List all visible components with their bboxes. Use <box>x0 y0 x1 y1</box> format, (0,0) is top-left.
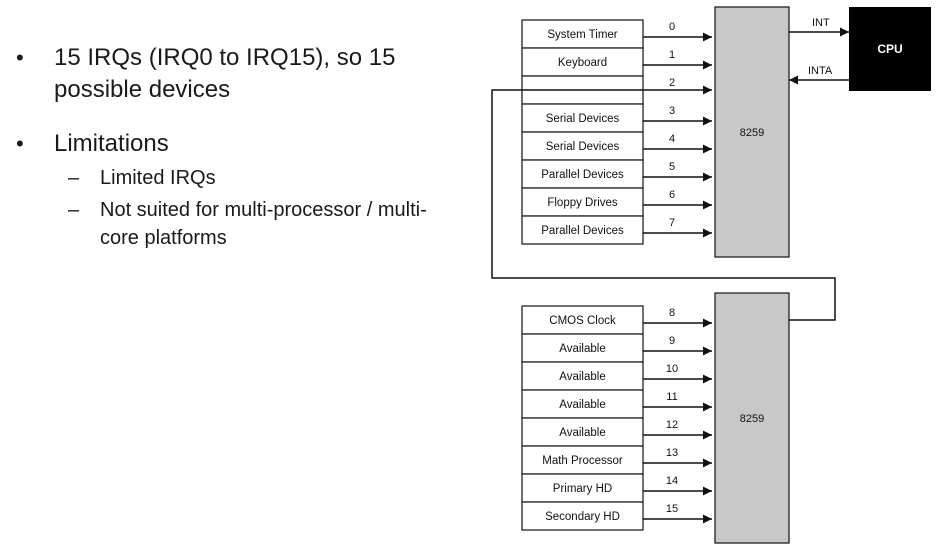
slave-device-box <box>521 445 644 475</box>
master-device-box <box>521 159 644 189</box>
slave-device-label: Available <box>559 371 605 383</box>
master-device-label: Serial Devices <box>546 113 620 125</box>
bullet-text: Limitations <box>54 130 169 157</box>
master-chip-label: 8259 <box>740 127 764 139</box>
master-device-label: Floppy Drives <box>547 197 618 209</box>
slave-device-box <box>521 417 644 447</box>
master-device-box <box>521 187 644 217</box>
bullet-marker: • <box>16 131 24 156</box>
master-device-box <box>521 215 644 245</box>
master-irq-number: 6 <box>669 189 675 201</box>
slave-device-box <box>521 305 644 335</box>
sub-bullet-marker: – <box>68 167 80 189</box>
sub-bullet-text: Limited IRQs <box>100 167 216 189</box>
master-irq-number: 7 <box>669 217 675 229</box>
master-device-label: Parallel Devices <box>541 225 624 237</box>
master-irq-number: 4 <box>669 133 675 145</box>
master-device-label: Keyboard <box>558 57 607 69</box>
slave-chip <box>714 292 790 544</box>
slave-irq-number: 10 <box>666 363 678 375</box>
cpu-group: CPU INT INTA <box>789 7 931 91</box>
master-device-label: Parallel Devices <box>541 169 624 181</box>
master-device-box <box>521 47 644 77</box>
master-device-label: Serial Devices <box>546 141 620 153</box>
slave-device-label: CMOS Clock <box>549 315 616 327</box>
sub-bullet-limited-irqs: – Limited IRQs <box>14 164 464 192</box>
slave-device-label: Available <box>559 427 605 439</box>
slave-device-box <box>521 473 644 503</box>
slave-device-box <box>521 501 644 531</box>
bullet-irq-count: • 15 IRQs (IRQ0 to IRQ15), so 15 possibl… <box>14 42 464 106</box>
sub-bullet-multicore: – Not suited for multi-processor / multi… <box>14 196 464 252</box>
cpu-box <box>849 7 931 91</box>
slave-device-box <box>521 389 644 419</box>
cpu-label: CPU <box>877 42 902 56</box>
slave-device-label: Math Processor <box>542 455 623 467</box>
slave-irq-number: 9 <box>669 335 675 347</box>
slave-device-label: Primary HD <box>553 483 612 495</box>
master-irq-number: 5 <box>669 161 675 173</box>
master-irq-number: 3 <box>669 105 675 117</box>
slave-chip-label: 8259 <box>740 413 764 425</box>
slave-irq-number: 12 <box>666 419 678 431</box>
master-irq-number: 0 <box>669 21 675 33</box>
slave-irq-number: 11 <box>666 391 677 403</box>
master-chip <box>714 6 790 258</box>
master-irq-number: 2 <box>669 77 675 89</box>
slave-device-box <box>521 361 644 391</box>
cascade-lines <box>491 85 836 321</box>
int-label: INT <box>812 17 830 29</box>
master-irq-number: 1 <box>669 49 675 61</box>
slave-device-label: Available <box>559 343 605 355</box>
slave-device-label: Available <box>559 399 605 411</box>
slave-irq-number: 8 <box>669 307 675 319</box>
master-device-box <box>521 131 644 161</box>
cascade-line-slave-int <box>491 85 836 321</box>
master-device-box <box>521 19 644 49</box>
bullet-limitations: • Limitations <box>14 128 464 160</box>
slave-irq-number: 15 <box>666 503 678 515</box>
slave-device-label: Secondary HD <box>545 511 620 523</box>
sub-bullet-text: Not suited for multi-processor / multi-c… <box>100 199 427 249</box>
slave-device-box <box>521 333 644 363</box>
sub-bullet-marker: – <box>68 199 80 221</box>
slave-irq-number: 13 <box>666 447 678 459</box>
bullet-list: • 15 IRQs (IRQ0 to IRQ15), so 15 possibl… <box>14 42 464 252</box>
master-device-label: System Timer <box>547 29 617 41</box>
bullet-text: 15 IRQs (IRQ0 to IRQ15), so 15 possible … <box>54 44 396 103</box>
bullet-marker: • <box>16 45 24 70</box>
slave-irq-number: 14 <box>666 475 678 487</box>
inta-label: INTA <box>808 65 833 77</box>
